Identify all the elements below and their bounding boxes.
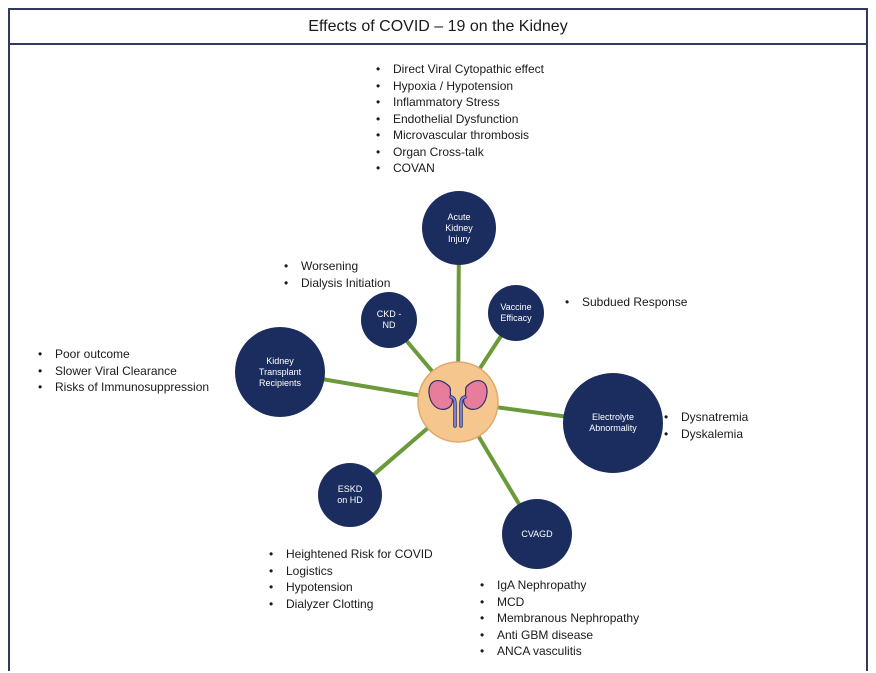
diagram-frame [8, 8, 868, 671]
bullet-item: Dialyzer Clotting [267, 596, 433, 613]
bullet-item: Hypotension [267, 579, 433, 596]
bullet-item: ANCA vasculitis [478, 643, 639, 660]
diagram-title: Effects of COVID – 19 on the Kidney [8, 8, 868, 45]
bullet-item: Direct Viral Cytopathic effect [374, 61, 544, 78]
bullet-item: Microvascular thrombosis [374, 127, 544, 144]
bullet-item: Poor outcome [36, 346, 209, 363]
bullet-item: Inflammatory Stress [374, 94, 544, 111]
node-transplant [235, 327, 325, 417]
bullet-item: COVAN [374, 160, 544, 177]
kidneys-icon [417, 361, 499, 443]
bullet-list-transplant: Poor outcomeSlower Viral ClearanceRisks … [36, 346, 209, 396]
bullet-item: Organ Cross-talk [374, 144, 544, 161]
bullet-list-electrolyte: DysnatremiaDyskalemia [662, 409, 748, 442]
bullet-item: Membranous Nephropathy [478, 610, 639, 627]
node-aki [422, 191, 496, 265]
bullet-list-eskd: Heightened Risk for COVIDLogisticsHypote… [267, 546, 433, 612]
bullet-item: Risks of Immunosuppression [36, 379, 209, 396]
bullet-list-aki: Direct Viral Cytopathic effectHypoxia / … [374, 61, 544, 177]
center-circle [417, 361, 499, 443]
left-ureter-icon [450, 396, 457, 427]
bullet-item: Dyskalemia [662, 426, 748, 443]
left-kidney-icon [428, 380, 453, 410]
node-vaccine [488, 285, 544, 341]
bullet-item: Endothelial Dysfunction [374, 111, 544, 128]
node-ckd [361, 292, 417, 348]
node-eskd [318, 463, 382, 527]
bullet-item: Slower Viral Clearance [36, 363, 209, 380]
bullet-item: IgA Nephropathy [478, 577, 639, 594]
bullet-item: Dialysis Initiation [282, 275, 390, 292]
bullet-item: Hypoxia / Hypotension [374, 78, 544, 95]
node-electrolyte [563, 373, 663, 473]
bullet-item: Worsening [282, 258, 390, 275]
bullet-item: Subdued Response [563, 294, 687, 311]
bullet-item: MCD [478, 594, 639, 611]
bullet-list-ckd: WorseningDialysis Initiation [282, 258, 390, 291]
node-cvagd [502, 499, 572, 569]
bullet-item: Heightened Risk for COVID [267, 546, 433, 563]
right-kidney-icon [463, 380, 488, 410]
bullet-list-vaccine: Subdued Response [563, 294, 687, 311]
bullet-item: Anti GBM disease [478, 627, 639, 644]
bullet-item: Logistics [267, 563, 433, 580]
right-ureter-icon [459, 396, 466, 427]
bullet-item: Dysnatremia [662, 409, 748, 426]
bullet-list-cvagd: IgA NephropathyMCDMembranous Nephropathy… [478, 577, 639, 660]
